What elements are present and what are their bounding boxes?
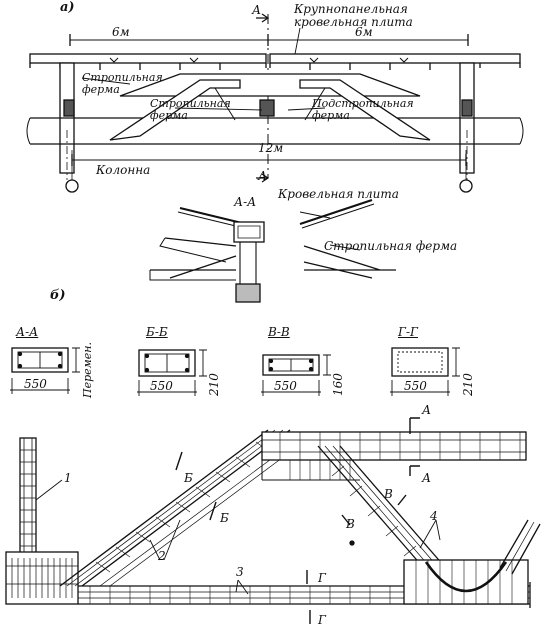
callout-3: 3	[236, 565, 244, 579]
section-aa-view	[149, 199, 396, 303]
sub-rafter-truss	[109, 79, 431, 141]
cut-a-bottom: А	[422, 471, 432, 485]
callout-1: 1	[64, 471, 72, 485]
part-b-letter: б)	[50, 288, 66, 303]
cut-a-top: А	[422, 403, 432, 417]
section-bb-height: 210	[207, 373, 221, 396]
cut-b-bottom: Б	[220, 511, 229, 525]
section-gg-heading: Г-Г	[398, 325, 418, 339]
top-chord	[261, 431, 527, 481]
elevation-view	[26, 13, 524, 193]
section-aa-width: 550	[24, 377, 47, 391]
section-vv-width: 550	[274, 379, 297, 393]
sub-rafter-truss-label: Подстропильная ферма	[312, 97, 414, 122]
callout-4: 4	[430, 509, 438, 523]
rafter-truss-label-center: Стропильная ферма	[150, 97, 231, 122]
section-gg-height: 210	[461, 373, 475, 396]
reinforcement-drawing	[5, 417, 541, 624]
cross-sections	[10, 347, 460, 396]
span-total-label: 12м	[258, 141, 284, 155]
section-bb-width: 550	[150, 379, 173, 393]
right-node	[403, 519, 541, 605]
cut-marks	[175, 417, 420, 624]
section-vv	[261, 354, 331, 396]
section-vv-height: 160	[331, 373, 345, 396]
section-aa	[10, 347, 80, 394]
right-diagonal	[317, 445, 445, 567]
sub-rafter-beam	[26, 117, 524, 145]
cut-g-bottom: Г	[318, 613, 326, 627]
span-left-label: 6м	[112, 25, 130, 39]
section-aa-height: Перемен.	[81, 341, 94, 398]
section-gg	[390, 347, 460, 396]
cut-v-bottom: В	[346, 517, 355, 531]
section-bb	[137, 349, 207, 396]
rafter-truss-label-top: Стропильная ферма	[82, 71, 163, 96]
part-a-letter: а)	[60, 0, 75, 15]
cut-v-top: В	[384, 487, 393, 501]
cut-b-top: Б	[184, 471, 193, 485]
callout-2: 2	[158, 549, 166, 563]
section-mark-top: А	[252, 3, 262, 17]
span-right-label: 6м	[355, 25, 373, 39]
section-mark-bottom: А	[258, 169, 268, 183]
callout-leaders	[35, 479, 441, 595]
section-aa-heading: А-А	[16, 325, 39, 339]
cut-g-top: Г	[318, 571, 326, 585]
section-vv-heading: В-В	[268, 325, 290, 339]
column-label: Колонна	[96, 163, 151, 177]
section-aa-title: А-А	[234, 195, 257, 209]
roof-panel-label: Крупнопанельная кровельная плита	[294, 2, 413, 29]
left-post	[19, 437, 37, 561]
section-bb-heading: Б-Б	[146, 325, 168, 339]
left-node	[5, 551, 79, 605]
section-gg-width: 550	[404, 379, 427, 393]
rafter-truss-top	[119, 73, 421, 97]
roof-slab-label: Кровельная плита	[278, 187, 399, 201]
roof-panels	[29, 53, 521, 70]
left-diagonal	[59, 429, 291, 587]
rafter-truss-section-label: Стропильная ферма	[324, 239, 458, 253]
